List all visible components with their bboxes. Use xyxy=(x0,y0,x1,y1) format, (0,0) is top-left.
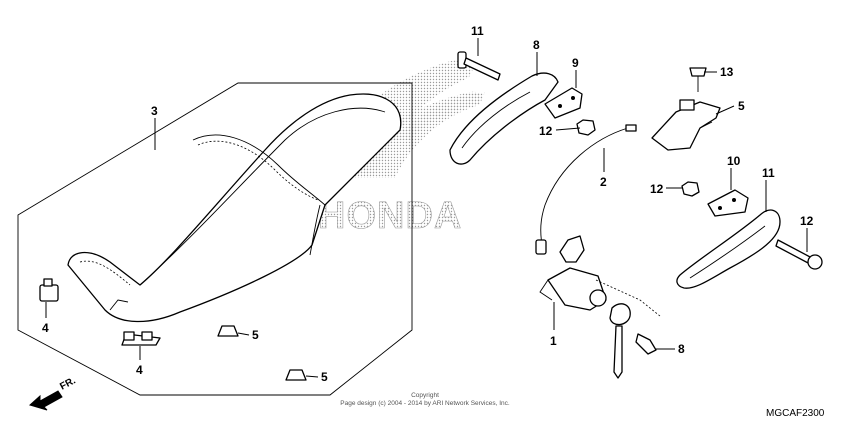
copyright-line-2: Page design (c) 2004 - 2014 by ARI Netwo… xyxy=(340,400,510,407)
seat-rubber-a[interactable] xyxy=(39,278,59,302)
diagram-code: MGCAF2300 xyxy=(766,408,825,419)
honda-watermark-text: HONDA xyxy=(318,195,462,237)
grab-rail-left[interactable] xyxy=(449,72,559,165)
callout-12-right: 12 xyxy=(650,182,664,196)
callout-5-bottom: 5 xyxy=(321,370,328,384)
seat-rubber-b[interactable] xyxy=(121,331,161,346)
bolt-11-top[interactable] xyxy=(457,51,501,81)
bolt-11-right[interactable] xyxy=(775,239,823,270)
grab-rail-right[interactable] xyxy=(676,209,781,289)
callout-2: 2 xyxy=(600,175,607,189)
callout-1: 1 xyxy=(550,334,557,348)
callout-7: 8 xyxy=(533,38,540,52)
callout-4-bottom: 4 xyxy=(136,363,143,377)
bolt-10[interactable] xyxy=(635,333,657,355)
seat-hook[interactable] xyxy=(651,99,721,151)
seat-lock-cable[interactable] xyxy=(535,124,637,255)
seat[interactable] xyxy=(67,93,402,323)
leader-lines xyxy=(45,38,808,378)
cushion-b[interactable] xyxy=(285,369,307,381)
bracket-8-right[interactable] xyxy=(707,189,749,217)
callout-10: 8 xyxy=(678,342,685,356)
seat-group-outline xyxy=(17,82,413,396)
bolt-13[interactable] xyxy=(689,67,707,92)
bracket-8-top[interactable] xyxy=(544,87,583,119)
front-direction-arrow-icon xyxy=(29,390,63,411)
callout-3: 3 xyxy=(151,104,158,118)
callout-8-right: 10 xyxy=(727,154,741,168)
callout-5-top: 5 xyxy=(252,328,259,342)
callout-4-left: 4 xyxy=(42,321,49,335)
front-direction-label: FR. xyxy=(58,375,78,392)
seat-lock-assembly[interactable] xyxy=(539,235,661,379)
callout-13: 13 xyxy=(720,65,734,79)
callout-8-top: 9 xyxy=(572,56,579,70)
cushion-a[interactable] xyxy=(217,325,239,337)
callout-9: 11 xyxy=(762,166,775,180)
nut-12-top[interactable] xyxy=(576,119,596,136)
callout-11-top: 11 xyxy=(471,24,484,38)
nut-12-right[interactable] xyxy=(681,181,700,197)
callout-6: 5 xyxy=(738,99,745,113)
copyright-line-1: Copyright xyxy=(411,392,439,399)
callout-11-right: 12 xyxy=(800,214,814,228)
callout-12-top: 12 xyxy=(539,124,553,138)
